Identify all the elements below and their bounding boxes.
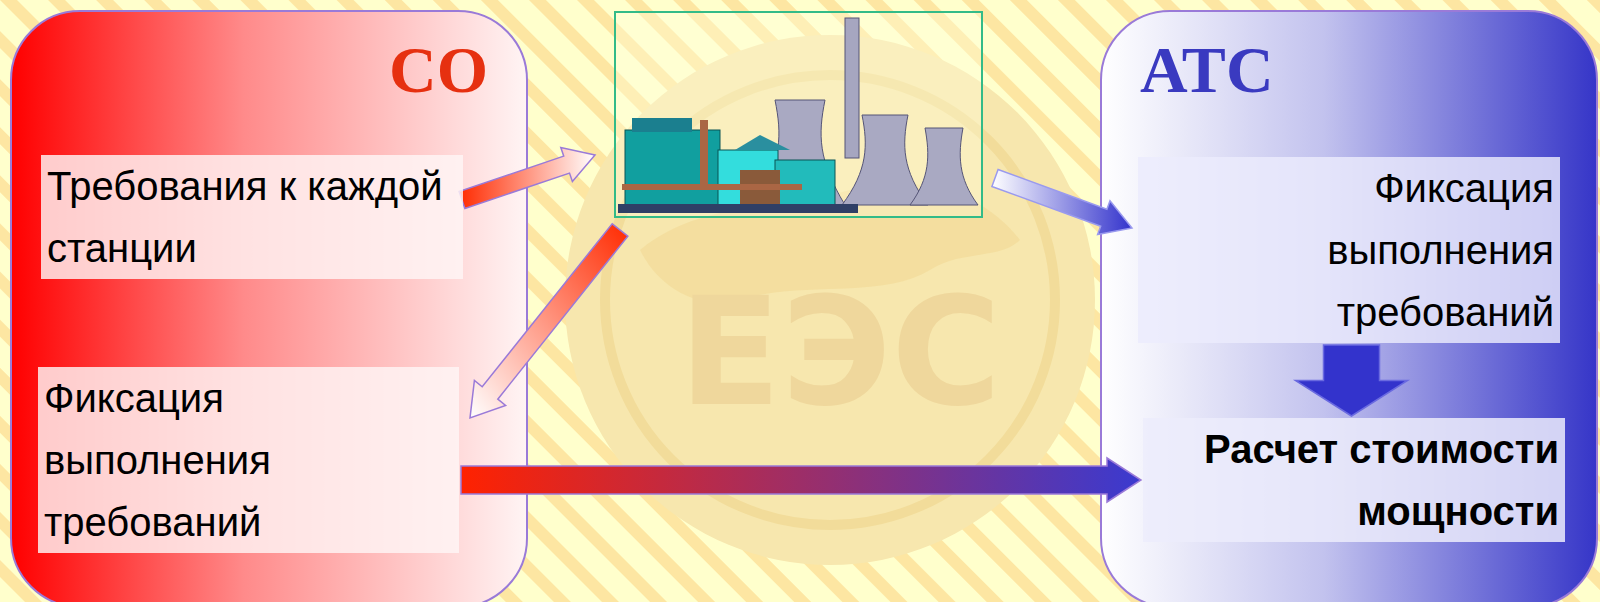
box-text: Фиксация выполнения требований <box>1144 157 1554 343</box>
box-text: Расчет стоимости мощности <box>1149 418 1559 542</box>
power-plant <box>615 12 982 217</box>
panel-heading: АТС <box>1140 34 1274 107</box>
block-arrow <box>459 148 595 209</box>
text-box: Требования к каждой станции <box>41 155 463 279</box>
block-arrow-connector <box>461 458 1141 502</box>
box-text: Фиксация выполнения требований <box>44 367 453 553</box>
watermark: ЕЭС <box>600 270 1080 435</box>
text-box: Фиксация выполнения требований <box>38 367 459 553</box>
block-arrow-connector <box>1296 345 1408 416</box>
block-arrow <box>992 170 1132 235</box>
panel-box: СО Требования к каждой станцииФиксация вы… <box>10 10 528 602</box>
text-box: Расчет стоимости мощности <box>1143 418 1565 542</box>
panel-heading: СО <box>389 34 488 107</box>
panel-box: АТС Фиксация выполнения требованийРасчет … <box>1100 10 1598 602</box>
text-box: Фиксация выполнения требований <box>1138 157 1560 343</box>
box-text: Требования к каждой станции <box>47 155 457 279</box>
block-arrow <box>470 224 628 418</box>
